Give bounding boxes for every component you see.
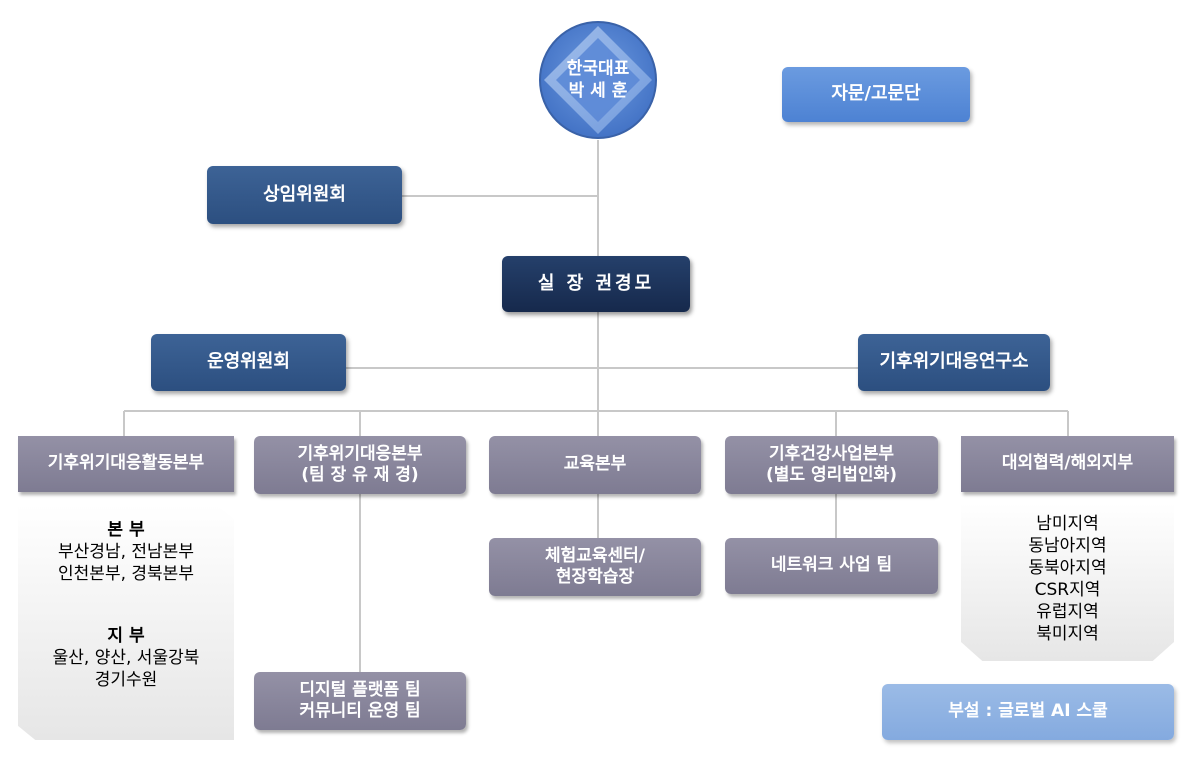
standing-committee-box[interactable]: 상임위원회 bbox=[207, 166, 402, 224]
headquarters-heading: 본 부 bbox=[107, 520, 145, 540]
ceo-emblem-icon bbox=[539, 21, 657, 139]
region-item: 남미지역 bbox=[1036, 514, 1099, 534]
region-item: 유럽지역 bbox=[1036, 602, 1099, 623]
operating-committee-box[interactable]: 운영위원회 bbox=[151, 334, 346, 391]
network-team-box[interactable]: 네트워크 사업 팀 bbox=[725, 538, 938, 594]
experience-center-box[interactable]: 체험교육센터/ 현장학습장 bbox=[489, 538, 701, 596]
division-climate-health[interactable]: 기후건강사업본부 (별도 영리법인화) bbox=[725, 436, 938, 494]
region-item: 북미지역 bbox=[1036, 624, 1099, 645]
region-item: 동북아지역 bbox=[1028, 558, 1107, 579]
ceo-name: 박 세 훈 bbox=[568, 81, 628, 101]
division-climate-action[interactable]: 기후위기대응활동본부 bbox=[18, 436, 234, 492]
division-external-cooperation[interactable]: 대외협력/해외지부 bbox=[961, 436, 1174, 492]
ai-school-box[interactable]: 부설 : 글로벌 AI 스쿨 bbox=[882, 684, 1174, 740]
region-item: CSR지역 bbox=[1034, 580, 1101, 601]
branches-heading: 지 부 bbox=[107, 626, 145, 647]
ceo-node[interactable]: 한국대표 박 세 훈 bbox=[538, 20, 658, 140]
research-institute-box[interactable]: 기후위기대응연구소 bbox=[858, 334, 1050, 391]
division-climate-response[interactable]: 기후위기대응본부 (팀 장 유 재 경) bbox=[254, 436, 466, 494]
digital-community-team-box[interactable]: 디지털 플랫폼 팀 커뮤니티 운영 팀 bbox=[254, 672, 466, 730]
headquarters-item: 부산경남, 전남본부 bbox=[58, 542, 194, 563]
division-education[interactable]: 교육본부 bbox=[489, 436, 701, 494]
director-box[interactable]: 실 장 권경모 bbox=[502, 256, 690, 312]
region-item: 동남아지역 bbox=[1028, 536, 1107, 557]
branch-item: 경기수원 bbox=[94, 670, 158, 691]
branch-item: 울산, 양산, 서울강북 bbox=[52, 648, 200, 669]
overseas-regions-panel: 남미지역 동남아지역 동북아지역 CSR지역 유럽지역 북미지역 bbox=[961, 503, 1174, 661]
advisory-board-box[interactable]: 자문/고문단 bbox=[782, 67, 970, 122]
headquarters-item: 인천본부, 경북본부 bbox=[58, 564, 194, 585]
activity-branches-panel: 본 부 부산경남, 전남본부 인천본부, 경북본부 지 부 울산, 양산, 서울… bbox=[18, 505, 234, 740]
ceo-title: 한국대표 bbox=[566, 58, 630, 79]
